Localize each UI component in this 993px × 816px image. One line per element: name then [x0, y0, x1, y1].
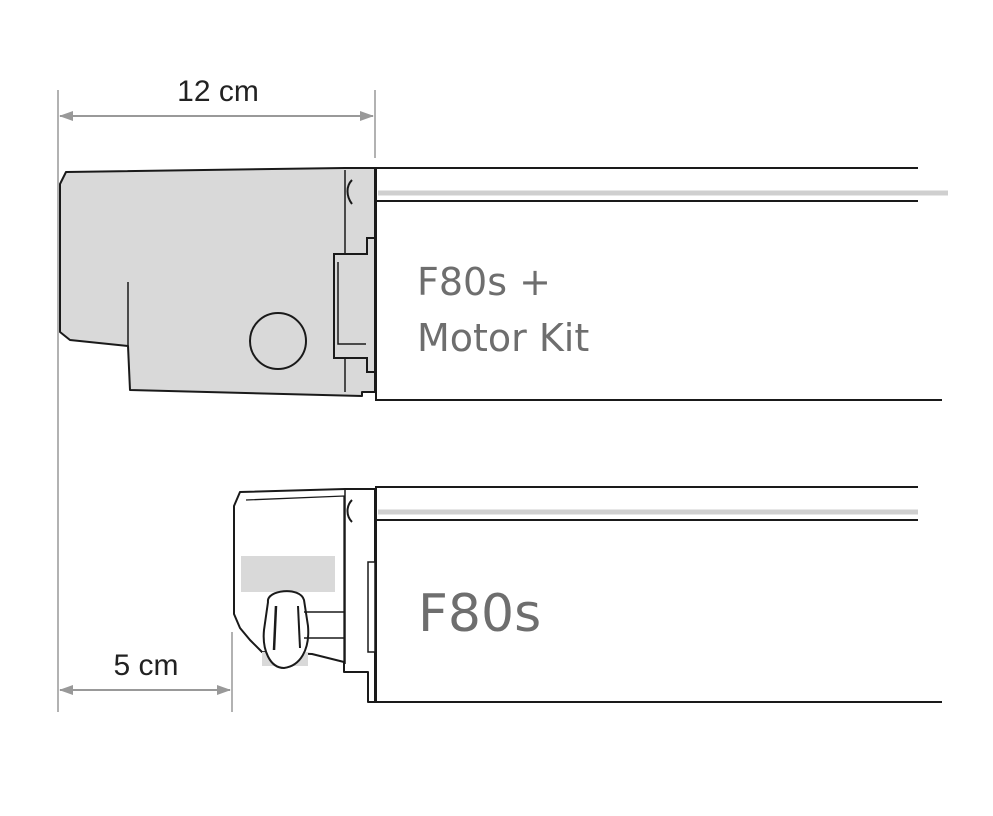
dimension-label-12cm: 12 cm	[177, 75, 259, 108]
product-label-bottom: F80s	[418, 584, 541, 644]
awning-bottom-f80s: F80s	[233, 486, 942, 703]
dimension-12cm: 12 cm	[57, 75, 376, 712]
product-label-top-line1: F80s +	[417, 260, 551, 304]
crank-handle-icon	[262, 590, 344, 670]
end-cap-housing	[233, 488, 376, 703]
dimension-label-5cm: 5 cm	[113, 649, 178, 682]
dimension-5cm: 5 cm	[59, 632, 233, 712]
product-label-top-line2: Motor Kit	[417, 316, 589, 360]
motor-circle-icon	[249, 312, 307, 370]
awning-top-motor-kit: F80s + Motor Kit	[59, 167, 948, 401]
motor-housing	[59, 167, 376, 397]
